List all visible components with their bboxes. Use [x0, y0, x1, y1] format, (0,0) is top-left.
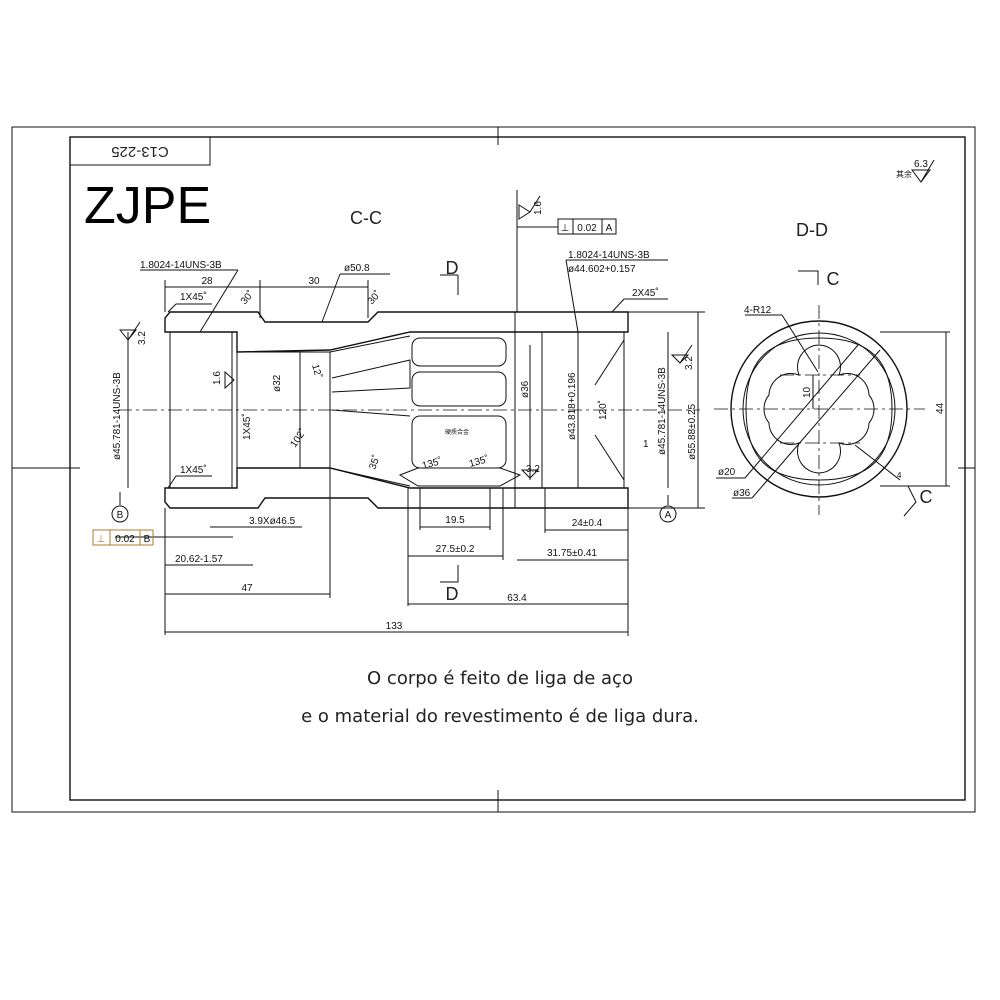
view-label-dd: D-D — [796, 220, 828, 240]
section-letter: D — [446, 584, 459, 604]
dim-chamfer-right: 2X45˚ — [632, 287, 659, 299]
dim-55-88: ø55.88±0.25 — [687, 403, 698, 460]
dim-133: 133 — [386, 621, 403, 632]
coating-label: 硬质合金 — [445, 428, 469, 436]
perpendicularity-icon: ⊥ — [97, 534, 106, 545]
dim-thread-dia-right: ø45.781-14UNS-3B — [657, 367, 668, 455]
roughness-marks: 3.2 1.6 1.6 3.2 3.2 — [118, 195, 695, 479]
dim-47: 47 — [241, 583, 253, 594]
dim-angle-120: 120˚ — [597, 400, 609, 420]
dim-r12: 4-R12 — [744, 305, 772, 316]
perpendicularity-icon: ⊥ — [561, 223, 570, 234]
frame-ticks — [12, 127, 975, 812]
dim-27-5: 27.5±0.2 — [436, 544, 475, 555]
dim-50-8: ø50.8 — [344, 263, 370, 274]
roughness-icon — [520, 469, 540, 479]
roughness-general-label: 其余 — [896, 169, 912, 179]
section-letter: C — [920, 487, 933, 507]
dim-thread-dia-left: ø45.781-14UNS-3B — [112, 372, 123, 460]
dim-dd-20: ø20 — [718, 467, 736, 478]
dim-chamfer-3: 1X45˚ — [241, 413, 253, 440]
roughness-general-value: 6.3 — [914, 159, 928, 170]
datum-b-label: B — [117, 510, 124, 521]
dim-angle-12: 12˚ — [309, 363, 324, 380]
dim-10: 10 — [802, 386, 813, 398]
dim-31-75: 31.75±0.41 — [547, 548, 597, 559]
caption-line-1: O corpo é feito de liga de aço — [367, 668, 633, 689]
dd-section — [714, 305, 950, 515]
section-marker-c-top — [798, 270, 819, 285]
tolerance-datum: A — [606, 223, 613, 234]
roughness-value: 1.6 — [212, 371, 223, 385]
roughness-value: 3.2 — [526, 464, 540, 475]
roughness-value: 3.2 — [684, 356, 695, 370]
dim-angle-35: 35˚ — [367, 453, 383, 471]
dimension-lines — [115, 190, 705, 636]
title-block — [69, 136, 211, 166]
datum-b-circle — [111, 505, 129, 523]
tolerance-value: 0.02 — [577, 223, 597, 234]
datum-a-label: A — [665, 510, 672, 521]
dim-angle-102: 102˚ — [288, 426, 309, 449]
roughness-icon — [670, 344, 693, 364]
dim-1: 1 — [643, 439, 649, 450]
company-logo: ZJPE — [84, 177, 212, 235]
dim-4: 4 — [897, 471, 902, 480]
tolerance-datum: B — [144, 534, 151, 545]
section-marker-d-top — [440, 274, 459, 295]
dim-groove: 3.9Xø46.5 — [249, 516, 296, 527]
dim-minor-dia: ø44.602+0.157 — [568, 264, 636, 275]
dim-angle-135a: 135˚ — [421, 455, 443, 472]
dim-28: 28 — [201, 276, 213, 287]
dim-angle-135b: 135˚ — [468, 453, 490, 470]
dim-thread-left: 1.8024-14UNS-3B — [140, 260, 222, 271]
section-letter: C — [827, 269, 840, 289]
roughness-icon — [224, 370, 235, 390]
dim-angle-30a: 30˚ — [238, 288, 256, 307]
view-label-cc: C-C — [350, 208, 382, 228]
dim-43-818: ø43.818+0.196 — [567, 372, 578, 440]
dim-19-5: 19.5 — [445, 515, 465, 526]
dim-44: 44 — [935, 402, 946, 414]
dim-24: 24±0.4 — [572, 518, 603, 529]
section-letter: D — [446, 258, 459, 278]
tolerance-frame-b: ⊥ 0.02 B — [92, 529, 154, 546]
datum-a-circle — [659, 505, 677, 523]
roughness-value: 1.6 — [533, 201, 544, 215]
roughness-value: 3.2 — [137, 331, 148, 345]
outer-frame — [11, 126, 976, 813]
roughness-icon — [118, 321, 141, 341]
dim-32: ø32 — [272, 374, 283, 392]
caption-line-2: e o material do revestimento é de liga d… — [301, 706, 699, 727]
dim-20-62: 20.62-1.57 — [175, 554, 223, 565]
dim-63-4: 63.4 — [507, 593, 527, 604]
dim-chamfer-2: 1X45˚ — [180, 464, 207, 476]
section-marker-c-bottom — [903, 485, 917, 517]
section-marker-d-bottom — [440, 565, 459, 583]
dim-dd-36: ø36 — [733, 488, 751, 499]
roughness-symbol-icon — [911, 159, 935, 183]
tolerance-frame-a: ⊥ 0.02 A — [557, 218, 617, 235]
dim-36: ø36 — [520, 380, 531, 398]
roughness-icon — [518, 195, 541, 220]
dim-chamfer-1: 1X45˚ — [180, 291, 207, 303]
dimension-texts: 1.8024-14UNS-3B 28 30 ø50.8 1X45˚ 1X45˚ … — [112, 250, 698, 632]
title-block-code: C13-225 — [111, 143, 169, 160]
dim-30: 30 — [308, 276, 320, 287]
dim-thread-right: 1.8024-14UNS-3B — [568, 250, 650, 261]
tolerance-value: 0.02 — [115, 534, 135, 545]
